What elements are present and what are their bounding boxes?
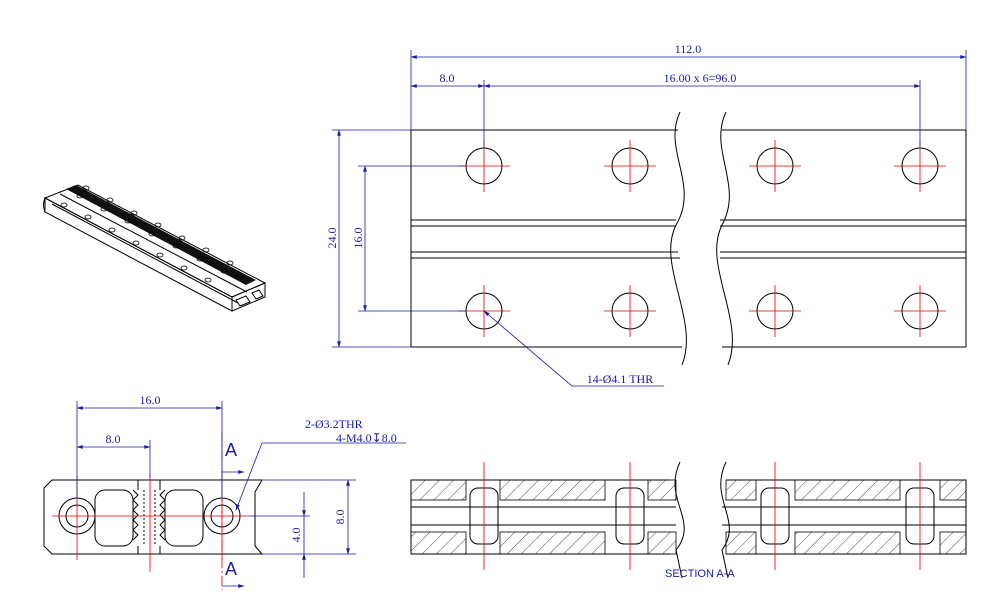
hole-centerlines [458, 140, 946, 337]
hole-note-thread: 4-M4.0↧8.0 [336, 431, 397, 445]
overall-width-label: 24.0 [325, 228, 339, 249]
top-view: 112.0 8.0 16.00 x 6=96.0 24.0 16.0 14-Ø4… [325, 42, 967, 387]
section-mark-top: A [225, 440, 237, 460]
hole-spacing-label: 16.0 [351, 228, 365, 249]
end-half-pitch-label: 8.0 [106, 432, 121, 446]
end-height-label: 8.0 [333, 510, 347, 525]
isometric-view [43, 184, 267, 312]
hole-callout-label: 14-Ø4.1 THR [587, 372, 653, 386]
overall-length-label: 112.0 [675, 42, 702, 56]
section-view: SECTION A-A [410, 461, 967, 580]
mounting-holes [465, 147, 939, 330]
section-mark-bottom: A [225, 559, 237, 579]
end-pitch-label: 16.0 [140, 393, 161, 407]
section-hatch [410, 479, 967, 555]
hole-callout-leader: 14-Ø4.1 THR [483, 310, 664, 387]
pitch-note-label: 16.00 x 6=96.0 [664, 71, 737, 85]
section-label: SECTION A-A [665, 568, 735, 580]
left-dimensions: 24.0 16.0 [325, 129, 466, 348]
first-offset-label: 8.0 [440, 71, 455, 85]
end-view: A A 16.0 8.0 8.0 4.0 2-Ø3.2THR 4-M4.0↧8.… [43, 393, 406, 590]
top-dimensions: 112.0 8.0 16.00 x 6=96.0 [410, 42, 967, 148]
hole-note-thru: 2-Ø3.2THR [305, 417, 363, 431]
end-half-height-label: 4.0 [289, 528, 303, 543]
